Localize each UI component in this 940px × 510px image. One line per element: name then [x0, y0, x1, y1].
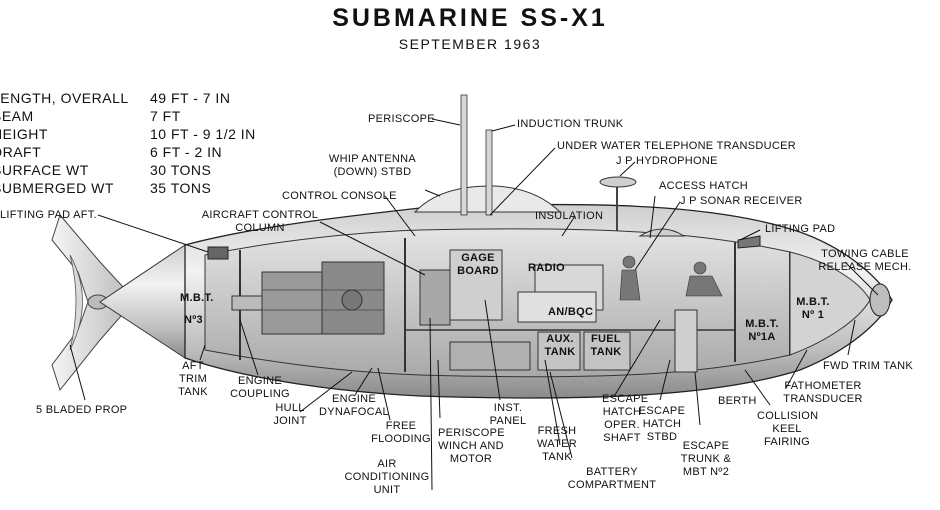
- label-jp-sonar: J P SONAR RECEIVER: [680, 195, 803, 207]
- label-access-hatch: ACCESS HATCH: [659, 180, 748, 192]
- label-free-flooding: FREE FLOODING: [371, 420, 431, 445]
- stern-cone: [99, 244, 186, 359]
- label-control-console: CONTROL CONSOLE: [282, 190, 397, 202]
- induction-trunk-mast: [485, 129, 493, 216]
- label-whip-antenna: WHIP ANTENNA (DOWN) STBD: [328, 153, 417, 178]
- leader-lines: [69, 118, 879, 491]
- label-fathometer: FATHOMETER TRANSDUCER: [783, 380, 863, 405]
- fuel-tank: [583, 331, 631, 371]
- spec-value: 6 FT - 2 IN: [150, 144, 223, 160]
- spec-value: 49 FT - 7 IN: [150, 90, 231, 106]
- label-engine-dynafocal: ENGINE DYNAFOCAL: [319, 393, 389, 418]
- page-title: SUBMARINE SS-X1: [332, 4, 608, 32]
- spec-name: SURFACE WT: [0, 162, 89, 178]
- label-mbt-1: M.B.T. Nº 1: [796, 296, 830, 321]
- lifting-pad-fwd: [737, 235, 761, 249]
- label-induction-trunk: INDUCTION TRUNK: [517, 118, 624, 130]
- label-fwd-trim: FWD TRIM TANK: [823, 360, 914, 372]
- label-radio: RADIO: [528, 262, 565, 274]
- label-engine-coupling: ENGINE COUPLING: [230, 375, 290, 400]
- spec-value: 35 TONS: [150, 180, 212, 196]
- gage-board: [449, 249, 503, 321]
- label-periscope: PERISCOPE: [368, 113, 435, 125]
- spec-name: HEIGHT: [0, 126, 48, 142]
- label-air-conditioning: AIR CONDITIONING UNIT: [344, 458, 430, 496]
- label-no3: Nº3: [184, 314, 203, 326]
- label-inst-panel: INST. PANEL: [489, 402, 527, 427]
- label-fresh-water: FRESH WATER TANK: [537, 425, 577, 463]
- label-aux-tank: AUX. TANK: [544, 333, 576, 358]
- lifting-pad-aft: [207, 246, 229, 260]
- label-towing-cable: TOWING CABLE RELEASE MECH.: [818, 248, 912, 273]
- spec-name: LENGTH, OVERALL: [0, 90, 129, 106]
- label-hull-joint: HULL JOINT: [273, 402, 307, 427]
- label-lifting-pad: LIFTING PAD: [765, 223, 836, 235]
- spec-name: SUBMERGED WT: [0, 180, 114, 196]
- spec-name: BEAM: [0, 108, 34, 124]
- label-uw-telephone: UNDER WATER TELEPHONE TRANSDUCER: [557, 140, 796, 152]
- spec-value: 7 FT: [150, 108, 181, 124]
- label-mbt-1a: M.B.T. Nº1A: [745, 318, 779, 343]
- label-collision-keel: COLLISION KEEL FAIRING: [757, 410, 819, 448]
- label-insulation: INSULATION: [535, 210, 604, 222]
- label-aft-trim: AFT TRIM TANK: [178, 360, 208, 398]
- label-aircraft-control: AIRCRAFT CONTROL COLUMN: [201, 209, 319, 234]
- aux-tank: [537, 331, 581, 371]
- label-fuel-tank: FUEL TANK: [590, 333, 622, 358]
- label-escape-hatch-stbd: ESCAPE HATCH STBD: [638, 405, 686, 443]
- label-escape-trunk: ESCAPE TRUNK & MBT Nº2: [680, 440, 732, 478]
- label-berth: BERTH: [718, 395, 757, 407]
- label-escape-hatch-oper: ESCAPE HATCH OPER. SHAFT: [602, 393, 649, 444]
- label-jp-hydrophone: J P HYDROPHONE: [616, 155, 718, 167]
- battery-compartment: [449, 341, 531, 371]
- crew-figures: [619, 255, 723, 301]
- diagram-date: SEPTEMBER 1963: [398, 36, 542, 52]
- label-lifting-pad-aft: LIFTING PAD AFT.: [0, 209, 97, 221]
- engine: [231, 261, 385, 335]
- spec-value: 30 TONS: [150, 162, 212, 178]
- label-mbt-aft: M.B.T.: [180, 292, 214, 304]
- escape-trunk: [674, 309, 698, 373]
- label-prop: 5 BLADED PROP: [36, 404, 128, 416]
- console-block: [419, 269, 451, 326]
- periscope-mast: [460, 94, 468, 216]
- spec-name: DRAFT: [0, 144, 42, 160]
- label-gage-board: GAGE BOARD: [457, 252, 499, 277]
- label-periscope-winch: PERISCOPE WINCH AND MOTOR: [438, 427, 505, 465]
- label-battery: BATTERY COMPARTMENT: [567, 466, 657, 491]
- label-an-bqc: AN/BQC: [548, 306, 594, 318]
- an-bqc-cabinet: [517, 291, 597, 323]
- spec-value: 10 FT - 9 1/2 IN: [150, 126, 256, 142]
